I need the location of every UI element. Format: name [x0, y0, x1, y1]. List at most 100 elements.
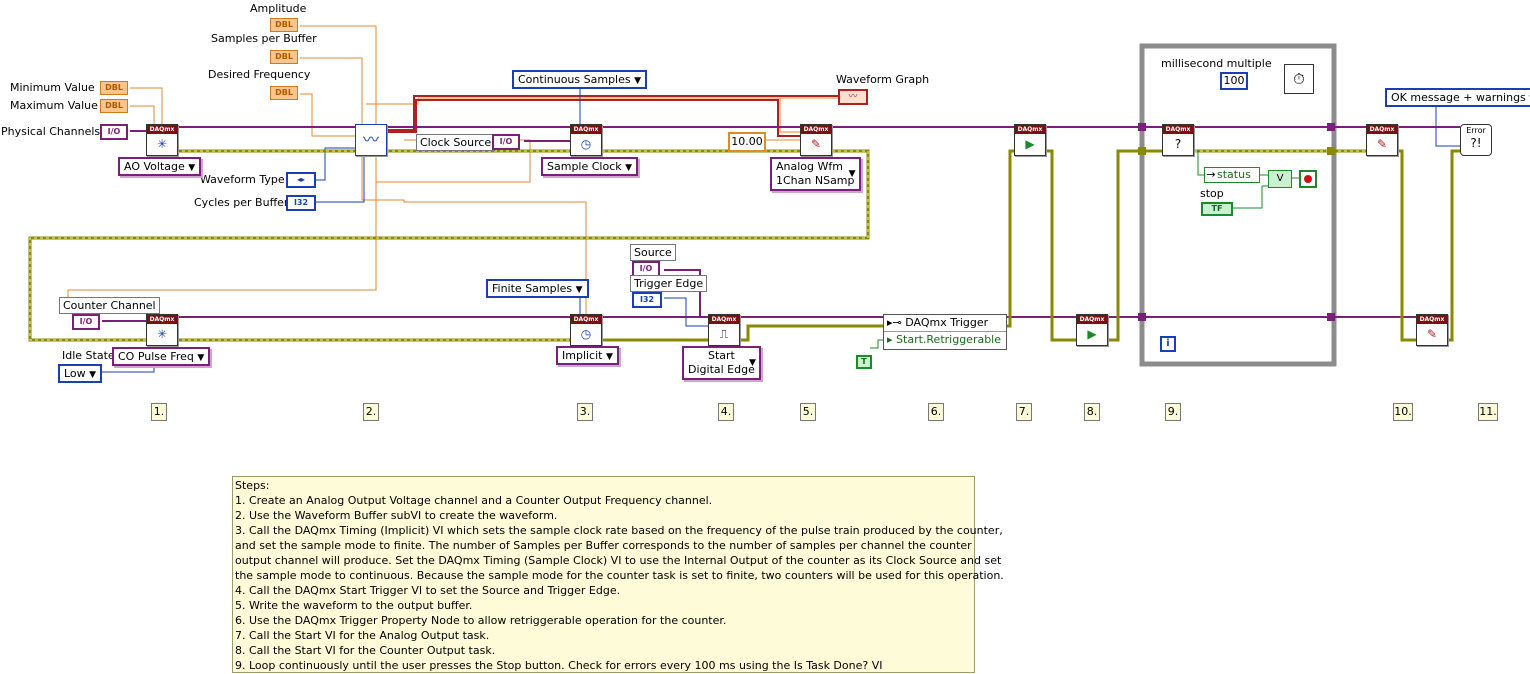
clock-source-control[interactable]: I/O — [492, 134, 520, 150]
eraser-icon: ✎ — [1376, 137, 1388, 151]
start-digital-edge-ring[interactable]: Start Digital Edge ▼ — [682, 346, 761, 380]
source-label: Source — [630, 244, 676, 261]
simple-error-handler-vi[interactable]: Error?! — [1460, 124, 1492, 156]
maximum-value-control[interactable]: DBL — [100, 99, 128, 113]
waveform-buffer-subvi[interactable]: 〰 — [355, 124, 387, 156]
daqmx-is-task-done-vi[interactable]: DAQmx ? — [1162, 124, 1194, 156]
daqmx-clear-ao-vi[interactable]: DAQmx ✎ — [1366, 124, 1398, 156]
daqmx-clear-co-vi[interactable]: DAQmx ✎ — [1416, 314, 1448, 346]
dropdown-arrow-icon: ▼ — [634, 76, 642, 86]
amplitude-control[interactable]: DBL — [270, 18, 298, 32]
dropdown-arrow-icon: ▼ — [89, 370, 97, 380]
daqmx-header: DAQmx — [1367, 125, 1397, 134]
counter-channel-control[interactable]: I/O — [72, 314, 100, 330]
daqmx-header: DAQmx — [1077, 315, 1107, 324]
unbundle-status[interactable]: →status — [1204, 167, 1260, 183]
cycles-per-buffer-label: Cycles per Buffer — [194, 196, 289, 209]
start-play-icon: ▶ — [1087, 327, 1097, 341]
daqmx-trigger-property-node[interactable]: ▸⊸ DAQmx Trigger ▸ Start.Retriggerable — [883, 314, 1007, 350]
daqmx-start-co-vi[interactable]: DAQmx ▶ — [1076, 314, 1108, 346]
sample-clock-ring[interactable]: Sample Clock ▼ — [541, 157, 639, 176]
physical-channels-control[interactable]: I/O — [100, 124, 128, 140]
step-marker-4: 4. — [718, 403, 734, 421]
waveform-type-label: Waveform Type — [200, 173, 285, 186]
wait-metronome-icon[interactable]: ⏱ — [1284, 64, 1314, 94]
trigger-edge-control[interactable]: I32 — [632, 292, 662, 308]
ms-constant[interactable]: 100 — [1220, 72, 1248, 90]
steps-line: 2. Use the Waveform Buffer subVI to crea… — [235, 509, 558, 522]
implicit-ring[interactable]: Implicit ▼ — [556, 346, 619, 365]
property-node-title: DAQmx Trigger — [905, 316, 989, 329]
desired-frequency-control[interactable]: DBL — [270, 86, 298, 100]
daqmx-header: DAQmx — [1163, 125, 1193, 134]
sample-clock-value: Sample Clock — [547, 160, 622, 173]
counter-channel-label: Counter Channel — [59, 297, 160, 314]
or-function-icon[interactable]: V — [1268, 170, 1292, 188]
dropdown-arrow-icon: ▼ — [197, 353, 205, 363]
while-loop-frame — [1139, 43, 1337, 367]
finite-samples-ring[interactable]: Finite Samples ▼ — [486, 279, 589, 298]
eraser-icon: ✎ — [1426, 327, 1438, 341]
finite-samples-value: Finite Samples — [492, 282, 573, 295]
daqmx-start-ao-vi[interactable]: DAQmx ▶ — [1014, 124, 1046, 156]
co-pulse-freq-value: CO Pulse Freq — [118, 350, 194, 363]
task-wires — [102, 126, 1460, 322]
error-dialog-options-ring[interactable]: OK message + warnings ▼ — [1385, 88, 1530, 107]
daqmx-header: DAQmx — [571, 315, 601, 324]
steps-line: output channel will produce. Set the DAQ… — [235, 554, 1002, 567]
step-marker-3: 3. — [577, 403, 593, 421]
idle-state-value: Low — [64, 367, 86, 380]
stop-button-control[interactable]: TF — [1201, 202, 1233, 216]
dropdown-arrow-icon: ▼ — [748, 358, 756, 368]
steps-line: 7. Call the Start VI for the Analog Outp… — [235, 629, 490, 642]
step-marker-2: 2. — [363, 403, 379, 421]
minimum-value-label: Minimum Value — [10, 81, 95, 94]
create-channel-icon: ✳ — [156, 327, 168, 341]
co-pulse-freq-ring[interactable]: CO Pulse Freq ▼ — [112, 347, 211, 366]
trigger-edge-icon: ⎍ — [719, 327, 729, 341]
daqmx-timing-sample-clock-vi[interactable]: DAQmx ◷ — [570, 124, 602, 156]
analog-wfm-ring[interactable]: Analog Wfm 1Chan NSamp ▼ — [770, 157, 861, 191]
step-marker-5: 5. — [800, 403, 816, 421]
daqmx-header: DAQmx — [801, 125, 831, 134]
daqmx-header: DAQmx — [147, 315, 177, 324]
clock-source-label: Clock Source — [416, 134, 496, 151]
write-pencil-icon: ✎ — [810, 137, 822, 151]
minimum-value-control[interactable]: DBL — [100, 81, 128, 95]
steps-line: 1. Create an Analog Output Voltage chann… — [235, 494, 713, 507]
property-arrow-icon: ▸ — [887, 333, 893, 346]
loop-tunnels — [1138, 123, 1335, 321]
start-play-icon: ▶ — [1025, 137, 1035, 151]
timeout-constant[interactable]: 10.00 — [728, 132, 766, 152]
idle-state-ring[interactable]: Low ▼ — [58, 364, 103, 383]
continuous-samples-value: Continuous Samples — [518, 73, 631, 86]
steps-line: 8. Call the Start VI for the Counter Out… — [235, 644, 496, 657]
step-marker-9: 9. — [1165, 403, 1181, 421]
daqmx-header: DAQmx — [709, 315, 739, 324]
steps-line: 9. Loop continuously until the user pres… — [235, 659, 883, 672]
cycles-per-buffer-control[interactable]: I32 — [286, 195, 316, 211]
true-constant[interactable]: T — [856, 355, 872, 369]
daqmx-create-channel-ao-vi[interactable]: DAQmx ✳ — [146, 124, 178, 156]
loop-condition-icon — [1299, 170, 1317, 188]
daqmx-timing-implicit-vi[interactable]: DAQmx ◷ — [570, 314, 602, 346]
step-marker-11: 11. — [1478, 403, 1498, 421]
create-channel-icon: ✳ — [156, 137, 168, 151]
ao-voltage-ring[interactable]: AO Voltage ▼ — [118, 157, 202, 176]
steps-comment-panel: Steps: 1. Create an Analog Output Voltag… — [232, 476, 1004, 673]
daqmx-create-channel-co-vi[interactable]: DAQmx ✳ — [146, 314, 178, 346]
daqmx-write-vi[interactable]: DAQmx ✎ — [800, 124, 832, 156]
samples-per-buffer-label: Samples per Buffer — [211, 32, 317, 45]
waveform-type-control[interactable]: ◂▸ — [286, 172, 316, 188]
continuous-samples-ring[interactable]: Continuous Samples ▼ — [512, 70, 648, 89]
waveform-graph-label: Waveform Graph — [836, 73, 930, 86]
steps-line: 5. Write the waveform to the output buff… — [235, 599, 473, 612]
dropdown-arrow-icon: ▼ — [188, 163, 196, 173]
property-node-row[interactable]: ▸ Start.Retriggerable — [884, 332, 1006, 348]
daqmx-header: DAQmx — [147, 125, 177, 134]
step-marker-8: 8. — [1084, 403, 1100, 421]
start-digital-edge-line1: Start — [708, 349, 735, 362]
daqmx-start-trigger-vi[interactable]: DAQmx ⎍ — [708, 314, 740, 346]
samples-per-buffer-control[interactable]: DBL — [270, 50, 298, 64]
ao-voltage-value: AO Voltage — [124, 160, 185, 173]
